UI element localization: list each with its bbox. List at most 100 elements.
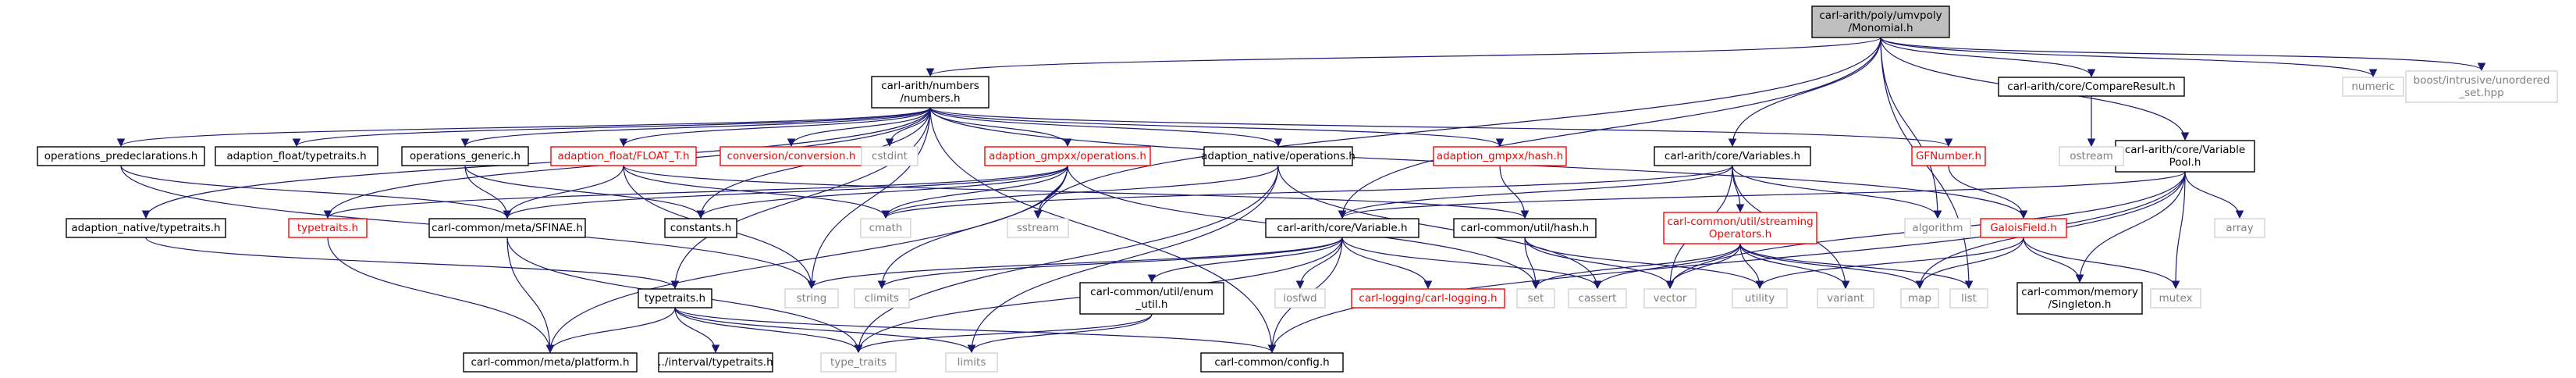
node-label: adaption_gmpxx/operations.h: [989, 150, 1146, 162]
node-box: [2059, 146, 2124, 166]
edge-enum_util-to-type_traits: [854, 313, 1153, 354]
node-box: [288, 218, 368, 238]
node-label: carl-common/config.h: [1214, 356, 1329, 369]
node-label: carl-common/util/enum: [1090, 286, 1213, 298]
node-label: limits: [958, 356, 986, 369]
node-ops_predecl[interactable]: operations_predeclarations.h: [37, 146, 205, 166]
node-label: carl-common/memory: [2021, 286, 2138, 298]
node-native_ops[interactable]: adaption_native/operations.h: [1201, 146, 1356, 166]
node-interval_tt[interactable]: ../interval/typetraits.h: [658, 352, 773, 373]
node-label: adaption_native/operations.h: [1201, 150, 1356, 162]
node-box: [215, 146, 378, 166]
node-gfnumber[interactable]: GFNumber.h: [1911, 146, 1986, 166]
edge-native_ops-to-cmath: [881, 165, 1279, 219]
node-label: set: [1528, 292, 1544, 305]
node-box: [1203, 146, 1353, 166]
node-label: cassert: [1579, 292, 1617, 305]
edge-root-to-variable: [1338, 37, 1881, 219]
node-singleton[interactable]: carl-common/memory/Singleton.h: [2016, 282, 2143, 315]
edge-galoisfield-to-map: [1915, 237, 2024, 290]
edge-typetraits_h-to-config: [674, 307, 1277, 354]
node-box: [784, 288, 839, 308]
node-platform[interactable]: carl-common/meta/platform.h: [463, 352, 638, 373]
node-label: constants.h: [670, 222, 732, 234]
node-numbers[interactable]: carl-arith/numbers/numbers.h: [871, 76, 990, 109]
node-box: [1433, 146, 1567, 166]
node-root[interactable]: carl-arith/poly/umvpoly/Monomial.h: [1811, 5, 1950, 38]
node-label: adaption_native/typetraits.h: [71, 222, 220, 234]
node-label: numeric: [2351, 80, 2394, 93]
node-box: [860, 218, 911, 238]
node-cassert: cassert: [1568, 288, 1627, 308]
edge-variablepool-to-config: [1267, 171, 2186, 354]
edge-native_ops-to-cassert: [1277, 165, 1602, 290]
node-box: [1817, 288, 1874, 308]
nodes-layer: carl-arith/poly/umvpoly/Monomial.h carl-a…: [37, 5, 2558, 373]
node-label: sstream: [1017, 222, 1059, 234]
node-logging[interactable]: carl-logging/carl-logging.h: [1351, 288, 1505, 308]
node-box: [871, 76, 990, 109]
node-label: carl-common/meta/platform.h: [471, 356, 630, 369]
node-utility: utility: [1732, 288, 1788, 308]
edge-variable-to-logging: [1341, 237, 1433, 290]
node-conversion[interactable]: conversion/conversion.h: [720, 146, 863, 166]
node-algorithm: algorithm: [1904, 218, 1971, 238]
edge-numbers-to-ops_generic: [460, 107, 931, 148]
node-typetraits_h[interactable]: typetraits.h: [638, 288, 712, 308]
node-config[interactable]: carl-common/config.h: [1200, 352, 1344, 373]
node-constants[interactable]: constants.h: [664, 218, 737, 238]
edge-numbers-to-typetraits_h: [670, 107, 931, 290]
node-gmpxx_hash[interactable]: adaption_gmpxx/hash.h: [1433, 146, 1567, 166]
edge-numbers-to-float_t: [619, 107, 931, 148]
node-label: carl-common/meta/SFINAE.h: [432, 222, 583, 234]
node-box: [428, 218, 586, 238]
node-hash[interactable]: carl-common/util/hash.h: [1453, 218, 1597, 238]
node-label: conversion/conversion.h: [727, 150, 856, 162]
edge-typetraits_h-to-interval_tt: [674, 307, 720, 354]
node-box: [1654, 146, 1811, 166]
node-label: carl-arith/core/Variable: [2125, 144, 2245, 156]
edge-root-to-sstream: [1033, 37, 1881, 219]
node-cmath: cmath: [860, 218, 911, 238]
node-enum_util[interactable]: carl-common/util/enum_util.h: [1079, 282, 1224, 315]
node-native_tt[interactable]: adaption_native/typetraits.h: [66, 218, 226, 238]
node-ops_generic[interactable]: operations_generic.h: [401, 146, 529, 166]
node-galoisfield[interactable]: GaloisField.h: [1980, 218, 2067, 238]
node-label: typetraits.h: [297, 222, 358, 234]
node-variable[interactable]: carl-arith/core/Variable.h: [1265, 218, 1419, 238]
edge-native_ops-to-limits: [967, 165, 1279, 354]
node-label: carl-arith/core/CompareResult.h: [2007, 80, 2175, 93]
node-label: carl-common/util/hash.h: [1461, 222, 1589, 234]
node-adapt_float_tt[interactable]: adaption_float/typetraits.h: [215, 146, 378, 166]
edge-gmpxx_ops-to-constants: [696, 165, 1068, 219]
node-label: carl-arith/core/Variable.h: [1277, 222, 1407, 234]
node-limits: limits: [945, 352, 998, 373]
edge-variable-to-string: [807, 237, 1343, 290]
node-float_t[interactable]: adaption_float/FLOAT_T.h: [550, 146, 697, 166]
node-box: [1079, 282, 1224, 315]
node-compareresult[interactable]: carl-arith/core/CompareResult.h: [1998, 77, 2185, 97]
node-box: [2214, 218, 2265, 238]
edge-numbers-to-gmpxx_hash: [929, 107, 1505, 148]
node-box: [1663, 212, 1817, 244]
node-label: iosfwd: [1283, 292, 1316, 305]
edge-float_t-to-sfinae: [503, 165, 624, 219]
node-label: cmath: [869, 222, 903, 234]
node-gmpxx_ops[interactable]: adaption_gmpxx/operations.h: [984, 146, 1151, 166]
node-box: [463, 352, 638, 373]
edge-typetraits_red-to-platform: [327, 237, 555, 354]
edge-variables-to-cmath: [881, 165, 1733, 219]
node-box: [658, 352, 773, 373]
node-label: Operators.h: [1709, 228, 1771, 241]
node-type_traits: type_traits: [820, 352, 897, 373]
node-variables[interactable]: carl-arith/core/Variables.h: [1654, 146, 1811, 166]
node-sfinae[interactable]: carl-common/meta/SFINAE.h: [428, 218, 586, 238]
node-box: [401, 146, 529, 166]
node-label: carl-common/util/streaming: [1667, 216, 1813, 228]
edge-numbers-to-string: [807, 107, 931, 290]
edge-root-to-algorithm: [1880, 37, 1942, 219]
node-typetraits_red[interactable]: typetraits.h: [288, 218, 368, 238]
